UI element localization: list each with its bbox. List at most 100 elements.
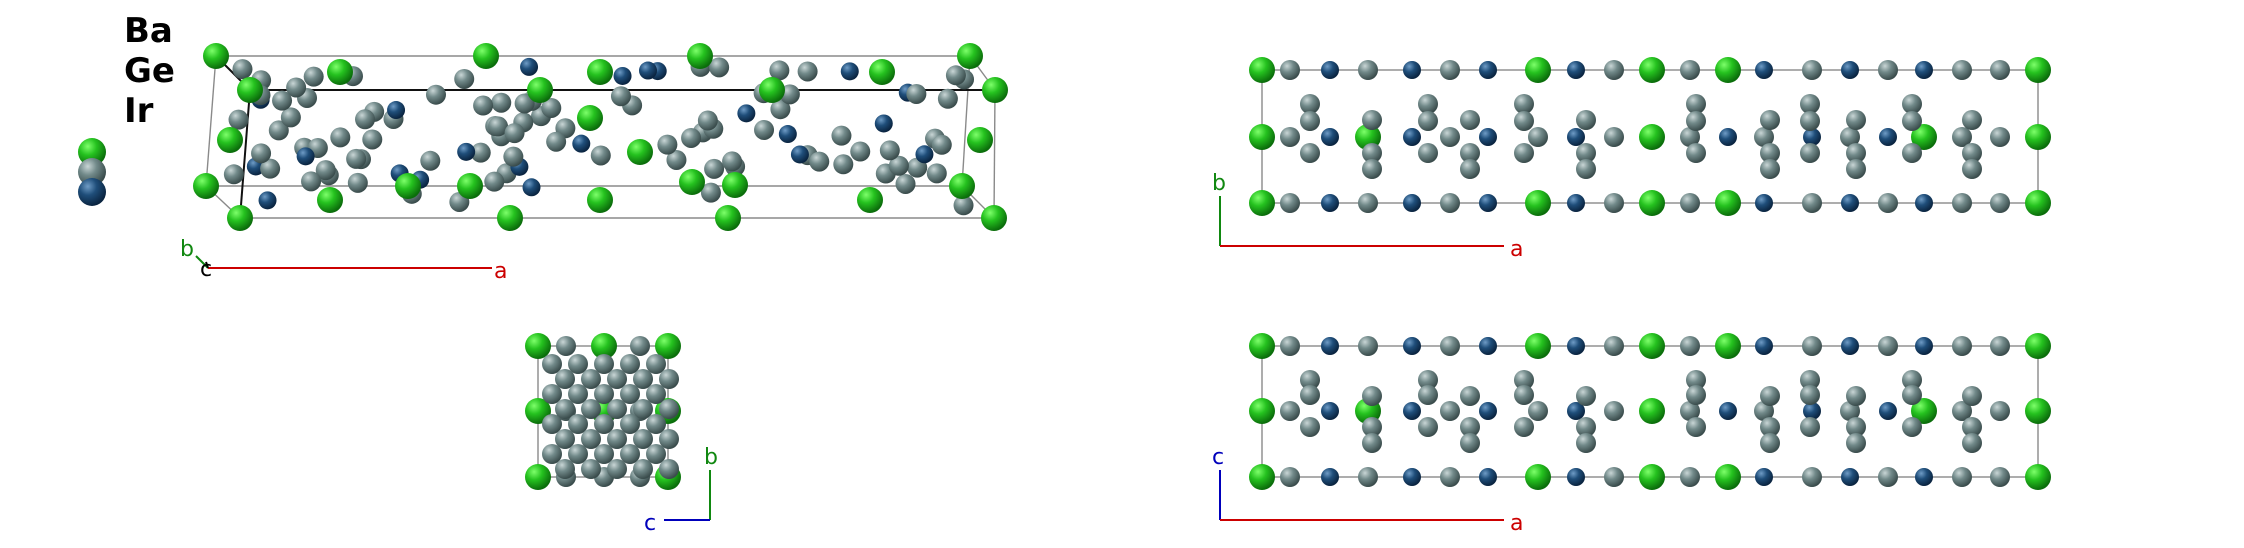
atom-ge (1962, 386, 1982, 406)
atom-ge (555, 459, 575, 479)
atom-ir (457, 142, 476, 161)
atom-ba (949, 173, 975, 199)
atom-ge (228, 109, 249, 130)
atom-ba (982, 77, 1008, 103)
atom-ge (1280, 193, 1300, 213)
atom-ge (286, 77, 307, 98)
atom-ir (1915, 61, 1933, 79)
atom-ge (754, 119, 775, 140)
legend-swatch-ba (78, 138, 106, 166)
atom-ba (2025, 398, 2051, 424)
atom-ge (633, 369, 653, 389)
atom-ge (568, 414, 588, 434)
atom-ba (1249, 398, 1275, 424)
atom-ge (1802, 193, 1822, 213)
atom-ba (1639, 333, 1665, 359)
atom-ge (1990, 401, 2010, 421)
atom-ir (639, 61, 658, 80)
atom-ge (1952, 401, 1972, 421)
atom-ir (520, 57, 539, 76)
atom-ge (1460, 159, 1480, 179)
atom-ge (1902, 417, 1922, 437)
atom-ge (301, 171, 322, 192)
atom-ge (1902, 385, 1922, 405)
atom-ge (620, 384, 640, 404)
atom-ge (315, 160, 336, 181)
atom-ge (488, 116, 509, 137)
atom-ba (2025, 464, 2051, 490)
atom-ir (1321, 194, 1339, 212)
atom-ge (473, 95, 494, 116)
atom-ba (395, 173, 421, 199)
atom-ge (1846, 143, 1866, 163)
atom-ir (1879, 128, 1897, 146)
axis-label-a: a (1510, 511, 1523, 536)
atom-ge (888, 155, 909, 176)
atom-ge (1362, 143, 1382, 163)
atom-ir (387, 101, 406, 120)
atom-ge (280, 107, 301, 128)
atom-ir (258, 191, 277, 210)
atom-ge (1902, 111, 1922, 131)
atom-ge (931, 134, 952, 155)
atom-ir (522, 178, 541, 197)
atom-ge (879, 140, 900, 161)
atom-ge (1760, 159, 1780, 179)
atom-ba (1639, 190, 1665, 216)
atom-ge (594, 444, 614, 464)
atom-ba (981, 205, 1007, 231)
atom-ba (1639, 124, 1665, 150)
atom-ge (1280, 60, 1300, 80)
atom-ba (1249, 124, 1275, 150)
atom-ba (722, 172, 748, 198)
atom-ba (587, 187, 613, 213)
atom-ge (1800, 370, 1820, 390)
atom-ge (1460, 110, 1480, 130)
atom-ge (1358, 193, 1378, 213)
atom-ge (1878, 336, 1898, 356)
atom-ge (251, 143, 272, 164)
atom-ge (1800, 417, 1820, 437)
atom-ba (759, 77, 785, 103)
atom-ir (1403, 61, 1421, 79)
atom-ge (1604, 60, 1624, 80)
atom-ge (1878, 60, 1898, 80)
atom-ge (272, 90, 293, 111)
atom-ge (1440, 336, 1460, 356)
atom-ge (568, 384, 588, 404)
axis-label-c: c (1212, 445, 1224, 470)
atom-ge (1358, 467, 1378, 487)
atom-ir (1567, 337, 1585, 355)
atom-ge (620, 414, 640, 434)
atom-ge (1754, 401, 1774, 421)
atom-ge (425, 84, 446, 105)
atom-ge (607, 399, 627, 419)
atom-ge (1846, 110, 1866, 130)
atom-ge (906, 83, 927, 104)
atom-ge (1990, 467, 2010, 487)
legend-label-ba: Ba (124, 11, 173, 51)
atom-ge (1358, 60, 1378, 80)
atom-ge (1300, 94, 1320, 114)
atom-ge (555, 399, 575, 419)
atom-ba (2025, 190, 2051, 216)
atom-ir (790, 145, 809, 164)
atom-ge (1604, 336, 1624, 356)
atom-ge (1760, 143, 1780, 163)
atom-ge (1800, 94, 1820, 114)
atom-ir (296, 147, 315, 166)
atom-ba (473, 43, 499, 69)
atom-ge (1362, 433, 1382, 453)
atom-ge (260, 158, 281, 179)
atom-ir (1567, 194, 1585, 212)
atom-ge (659, 429, 679, 449)
atom-ge (1902, 370, 1922, 390)
atom-ge (555, 369, 575, 389)
atom-ir (1915, 468, 1933, 486)
atom-ba (1249, 333, 1275, 359)
atom-ge (1460, 417, 1480, 437)
atom-ge (704, 158, 725, 179)
atom-ge (1300, 111, 1320, 131)
atom-ge (770, 99, 791, 120)
atom-ge (607, 429, 627, 449)
